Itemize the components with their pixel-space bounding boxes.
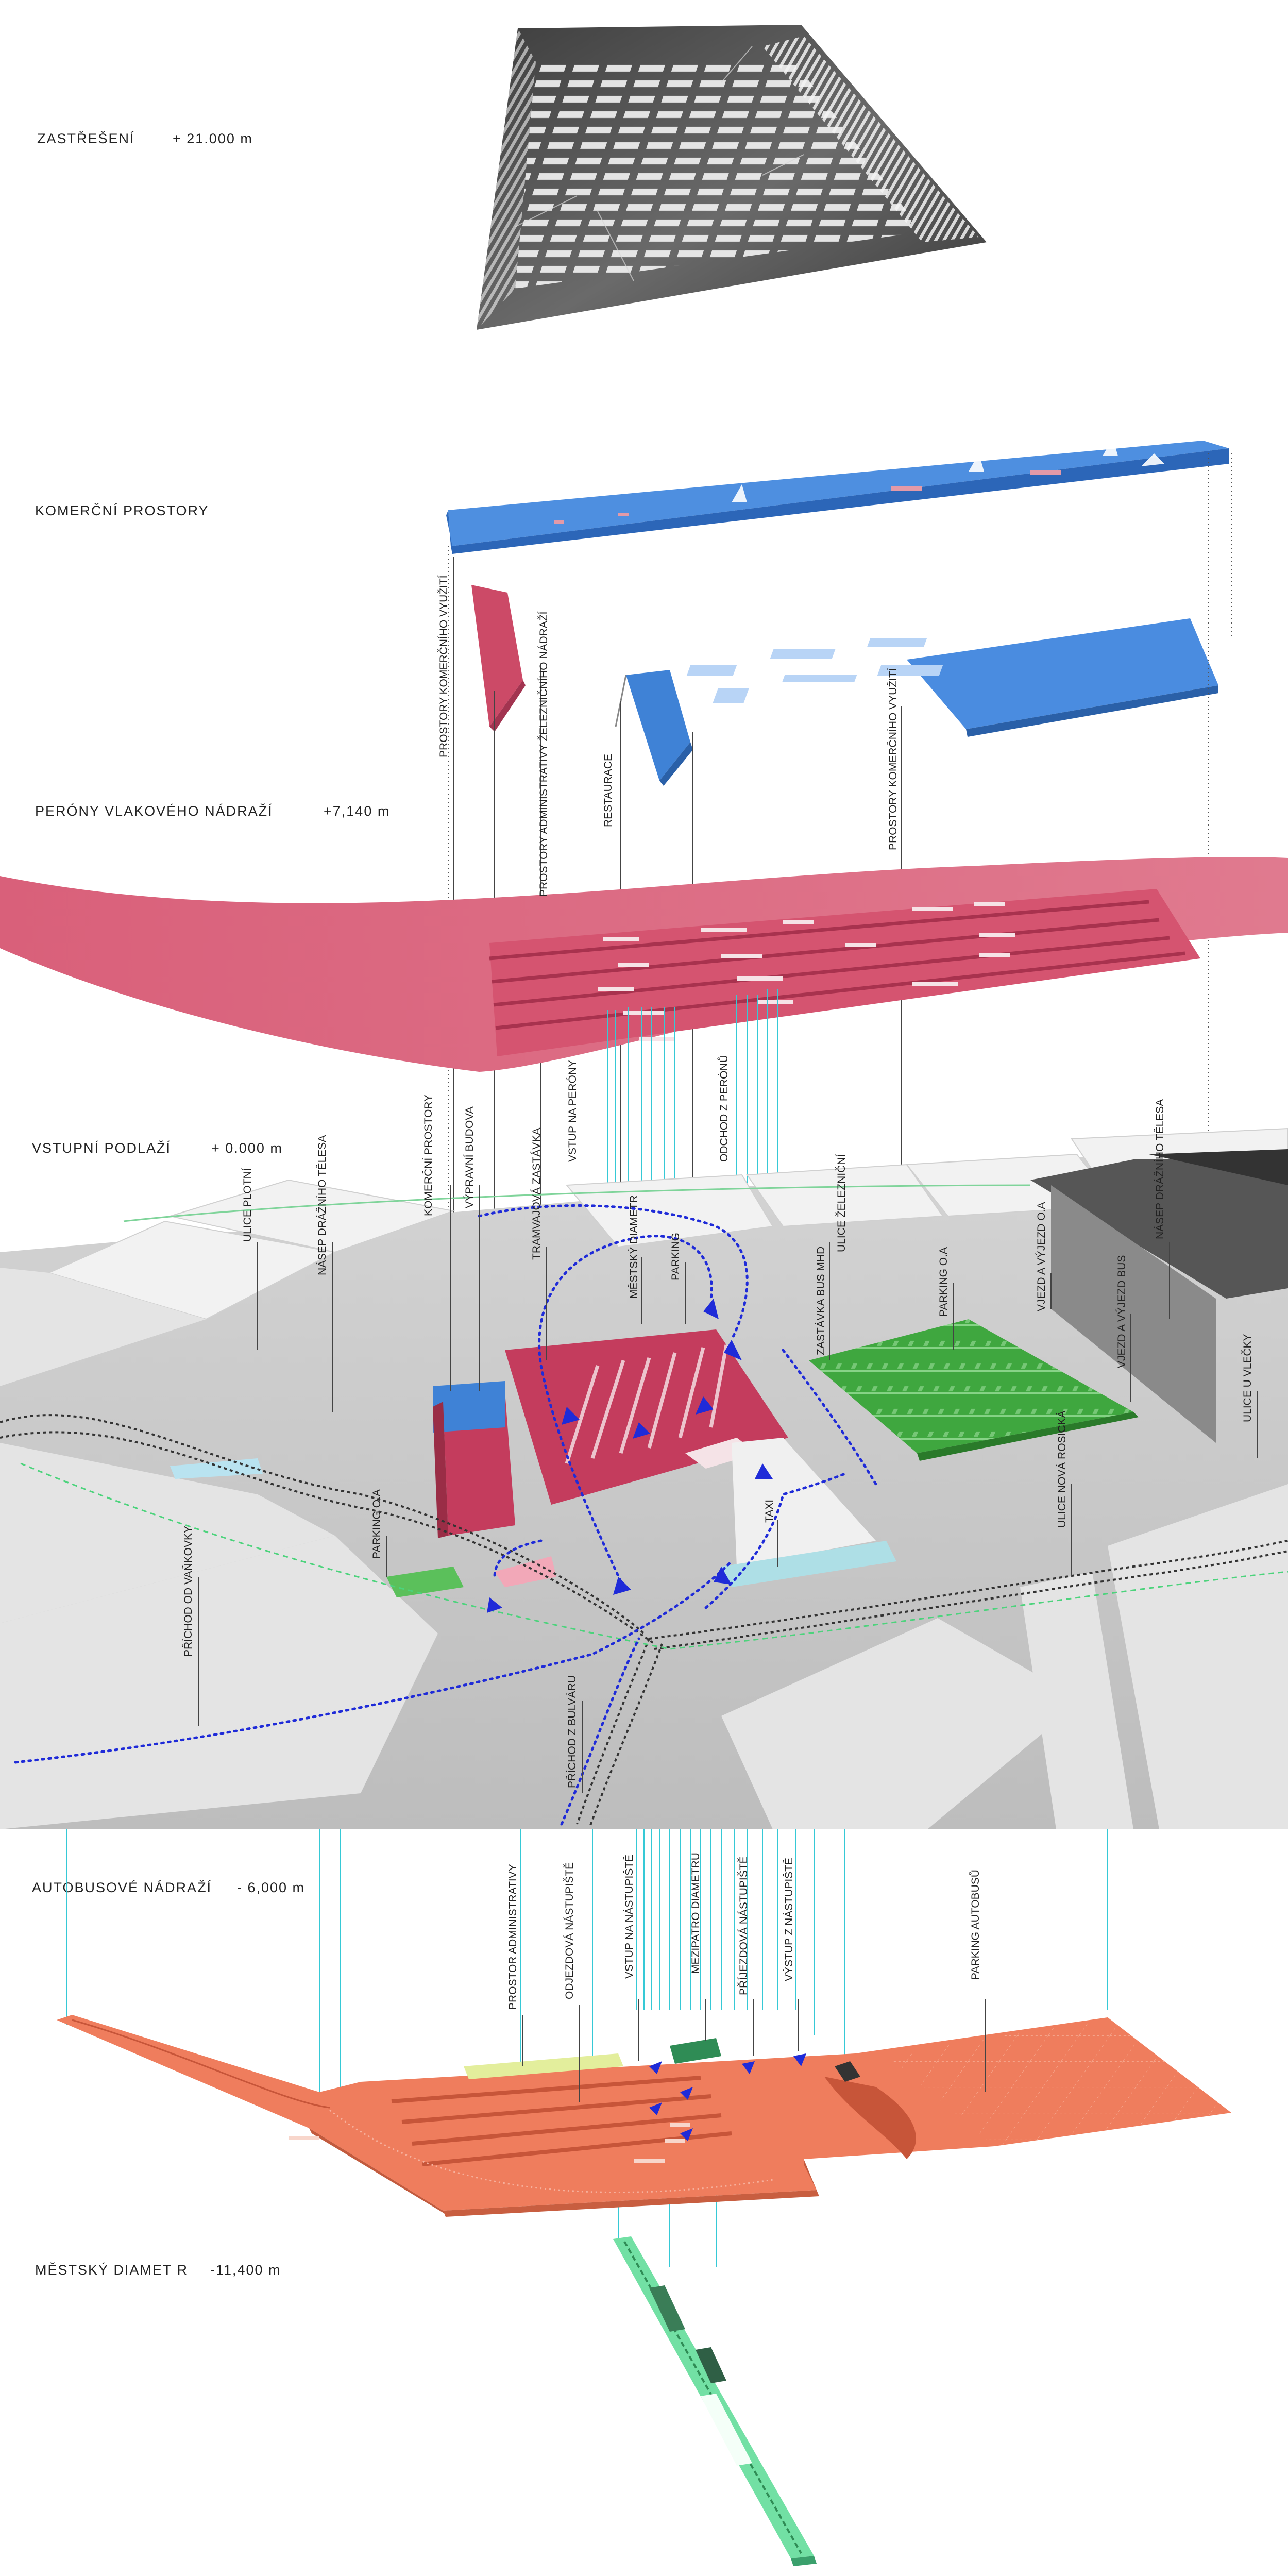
roof-level-name: ZASTŘEŠENÍ	[37, 130, 135, 146]
label-taxi: TAXI	[764, 1500, 775, 1523]
label-odchod: ODCHOD Z PERÓNŮ	[718, 1055, 730, 1162]
bus-labels: PROSTOR ADMINISTRATIVY ODJEZDOVÁ NÁSTUPI…	[507, 1853, 981, 2010]
platforms-level-name: PERÓNY VLAKOVÉHO NÁDRAŽÍ	[35, 803, 273, 819]
label-commercial-use-2: PROSTORY KOMERČNÍHO VYUŽITÍ	[887, 668, 899, 850]
label-commercial-use-1: PROSTORY KOMERČNÍHO VYUŽITÍ	[438, 575, 450, 757]
commercial-use-block	[686, 618, 1218, 737]
label-nasep-1: NÁSEP DRÁŽNÍHO TĚLESA	[316, 1135, 328, 1275]
label-ulice-nova: ULICE NOVÁ ROSICKÁ	[1056, 1410, 1068, 1528]
platforms-level-elevation: +7,140 m	[324, 803, 390, 819]
label-restaurant: RESTAURACE	[602, 754, 614, 827]
label-vjezd-bus: VJEZD A VÝJEZD BUS	[1116, 1255, 1128, 1368]
entrance-level-name: VSTUPNÍ PODLAŽÍ	[32, 1140, 171, 1156]
label-prichod-bulvaru: PŘÍCHOD Z BULVÁRU	[566, 1675, 578, 1788]
label-bus-admin: PROSTOR ADMINISTRATIVY	[507, 1864, 519, 2010]
label-ulice-plotni: ULICE PLOTNÍ	[242, 1168, 253, 1242]
label-parking-oa-2: PARKING O.A	[371, 1489, 383, 1559]
bus-station	[57, 2015, 1231, 2217]
commercial-volume	[446, 438, 1229, 554]
ground-leader-lines	[198, 1185, 1258, 1793]
roof-level-elevation: + 21.000 m	[173, 131, 253, 146]
label-bus-vstup: VSTUP NA NÁSTUPIŠTĚ	[623, 1855, 635, 1979]
label-bus-odjezdova: ODJEZDOVÁ NÁSTUPIŠTĚ	[564, 1862, 575, 1999]
level-titles: ZASTŘEŠENÍ + 21.000 m KOMERČNÍ PROSTORY …	[32, 130, 390, 2278]
bus-level-name: AUTOBUSOVÉ NÁDRAŽÍ	[32, 1879, 212, 1895]
ground-labels: ULICE PLOTNÍ NÁSEP DRÁŽNÍHO TĚLESA KOMER…	[182, 1055, 1253, 1788]
label-bus-prijezdova: PŘÍJEZDOVÁ NÁSTUPIŠTĚ	[738, 1856, 750, 1995]
label-vypravni: VÝPRAVNÍ BUDOVA	[464, 1106, 476, 1208]
label-parking-oa-1: PARKING O.A	[938, 1247, 950, 1317]
rail-platforms	[0, 857, 1288, 1072]
label-vjezd-oa: VJEZD A VÝJEZD O.A	[1036, 1202, 1047, 1311]
label-bus-parking: PARKING AUTOBUSŮ	[969, 1870, 981, 1980]
metro-tunnel	[613, 2236, 817, 2566]
bus-leader-lines	[522, 1999, 986, 2102]
label-komercni: KOMERČNÍ PROSTORY	[422, 1095, 434, 1216]
label-prichod-vankovky: PŘÍCHOD OD VAŇKOVKY	[182, 1526, 194, 1657]
metro-level-name: MĚSTSKÝ DIAMET R	[35, 2262, 188, 2278]
label-ulice-vlecky: ULICE U VLEČKY	[1242, 1334, 1253, 1422]
label-zastavka-bus: ZASTÁVKA BUS MHD	[815, 1247, 827, 1355]
label-admin-rail: PROSTORY ADMINISTRATIVY ŽELEZNIČNÍHO NÁD…	[538, 611, 550, 897]
rail-admin-volume	[471, 585, 526, 732]
bus-level-elevation: - 6,000 m	[237, 1880, 305, 1895]
label-tram: TRAMVAJOVÁ ZASTÁVKA	[531, 1128, 543, 1260]
label-bus-mezipatro: MEZIPATRO DIAMETRU	[690, 1853, 702, 1974]
label-parking: PARKING	[670, 1233, 682, 1281]
restaurant-volume	[615, 670, 693, 786]
label-mestsky-diametr: MĚSTSKÝ DIAMETR	[628, 1195, 640, 1299]
roof-slab	[477, 25, 987, 330]
commercial-level-name: KOMERČNÍ PROSTORY	[35, 502, 209, 518]
metro-level-elevation: -11,400 m	[210, 2262, 281, 2278]
upper-labels: PROSTORY KOMERČNÍHO VYUŽITÍ PROSTORY ADM…	[438, 575, 899, 897]
label-vstup-perony: VSTUP NA PERÓNY	[567, 1060, 579, 1162]
label-nasep-2: NÁSEP DRÁŽNÍHO TĚLESA	[1154, 1099, 1166, 1239]
entrance-level-elevation: + 0.000 m	[211, 1140, 283, 1156]
label-ulice-zeleznicni: ULICE ŽELEZNIČNÍ	[836, 1154, 848, 1252]
ground-level	[0, 1127, 1288, 1829]
label-bus-vystup: VÝSTUP Z NÁSTUPIŠTĚ	[783, 1858, 795, 1981]
